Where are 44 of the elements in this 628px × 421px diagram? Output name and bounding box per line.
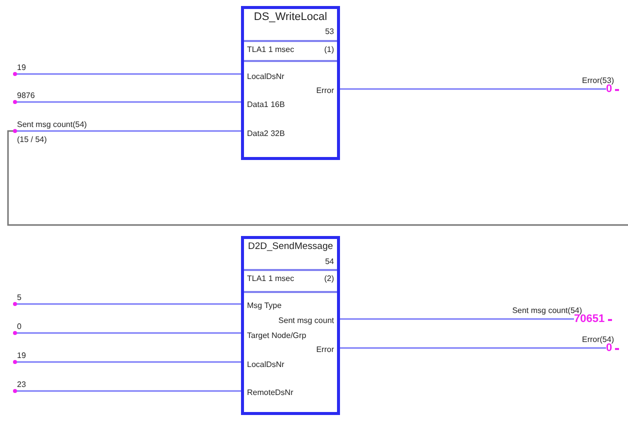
- pin-label: RemoteDsNr: [247, 388, 294, 398]
- pin-label: Msg Type: [247, 301, 282, 311]
- value-label: 9876: [17, 91, 35, 101]
- pin-label: Data1 16B: [247, 100, 285, 110]
- output-label: Sent msg count(54): [512, 306, 582, 315]
- pin-label: Sent msg count: [278, 316, 334, 326]
- signal-wire: [13, 331, 241, 335]
- pin-label: LocalDsNr: [247, 360, 284, 370]
- execution-order: (2): [324, 274, 334, 284]
- task-label: TLA1 1 msec: [247, 45, 294, 55]
- block-title: D2D_SendMessage: [246, 242, 334, 252]
- value-label: Sent msg count(54): [17, 120, 87, 130]
- value-note: (15 / 54): [17, 135, 48, 145]
- function-block: [241, 6, 340, 160]
- signal-wire: [13, 302, 241, 306]
- execution-order: (1): [324, 45, 334, 55]
- output-label: Error(54): [582, 335, 614, 344]
- value-label: 5: [17, 293, 22, 303]
- output-value: 0: [606, 343, 620, 354]
- value-label: 19: [17, 351, 26, 361]
- output-value: 0: [606, 84, 620, 95]
- value-label: 19: [17, 63, 26, 73]
- pin-label: Target Node/Grp: [247, 331, 306, 341]
- output-value: 70651: [574, 314, 612, 325]
- output-label: Error(53): [582, 76, 614, 85]
- pin-label: LocalDsNr: [247, 72, 284, 82]
- function-block: [241, 236, 340, 415]
- pin-label: Error: [316, 86, 334, 96]
- signal-wire: [340, 347, 606, 349]
- signal-wire: [13, 72, 241, 76]
- block-number: 53: [325, 27, 334, 37]
- signal-wire: [340, 318, 574, 320]
- signal-wire: [13, 100, 241, 104]
- value-label: 23: [17, 380, 26, 390]
- pin-label: Data2 32B: [247, 129, 285, 139]
- block-number: 54: [325, 257, 334, 267]
- signal-wire: [13, 129, 241, 133]
- value-label: 0: [17, 322, 22, 332]
- signal-wire: [13, 360, 241, 364]
- signal-wire: [13, 389, 241, 393]
- block-title: DS_WriteLocal: [252, 12, 328, 22]
- pin-label: Error: [316, 345, 334, 355]
- task-label: TLA1 1 msec: [247, 274, 294, 284]
- signal-wire: [340, 88, 606, 90]
